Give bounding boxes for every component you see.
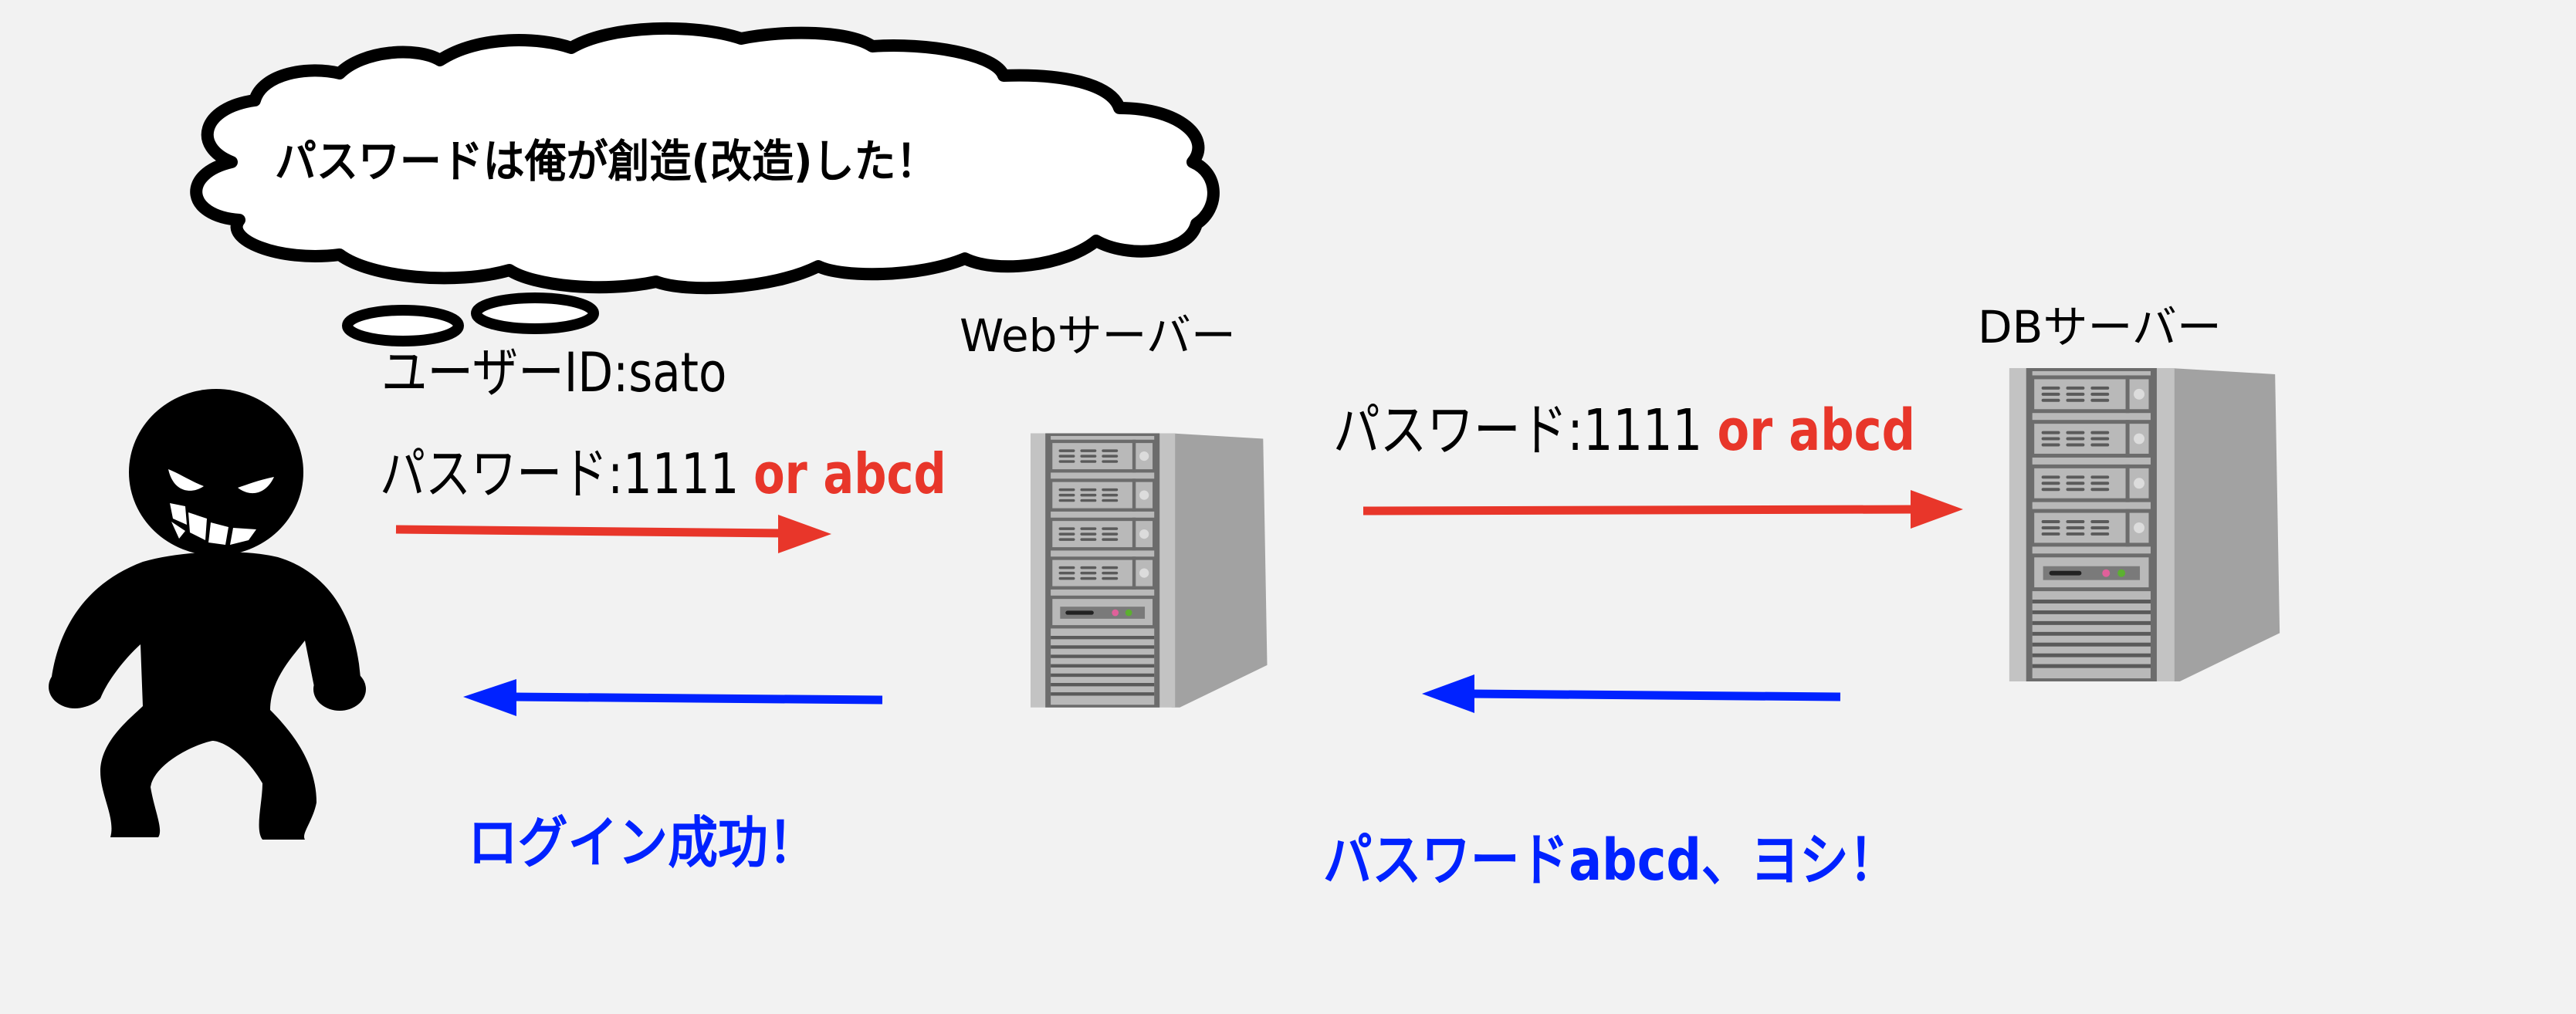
thought-bubble-medium (471, 292, 599, 334)
login-success-caption: ログイン成功！ (468, 810, 818, 875)
thought-bubble-small (342, 305, 464, 346)
web-server-label: Webサーバー (960, 309, 1236, 362)
password-highlight: or abcd (1717, 397, 1916, 464)
db-approval-caption: パスワードabcd、ヨシ！ (1323, 827, 1898, 894)
server-tower-icon (1031, 433, 1268, 708)
arrow-left-icon (1422, 674, 1841, 713)
right-eye-icon (238, 477, 274, 494)
user-id-label: ユーザーID:sato (381, 341, 727, 404)
password-label-attacker: パスワード:1111 or abcd (380, 441, 946, 506)
password-highlight: or abcd (753, 441, 946, 506)
db-server-label: DBサーバー (1978, 301, 2222, 353)
password-label-web-to-db: パスワード:1111 or abcd (1333, 397, 1916, 464)
arrow-right-icon (1362, 490, 1963, 529)
server-tower-icon (2009, 368, 2280, 682)
arrow-left-icon (463, 679, 883, 716)
left-eye-icon (168, 469, 204, 491)
grin-teeth-icon (170, 503, 256, 545)
arrow-right-icon (395, 515, 831, 553)
thought-text: パスワードは俺が創造(改造)した！ (275, 135, 938, 188)
